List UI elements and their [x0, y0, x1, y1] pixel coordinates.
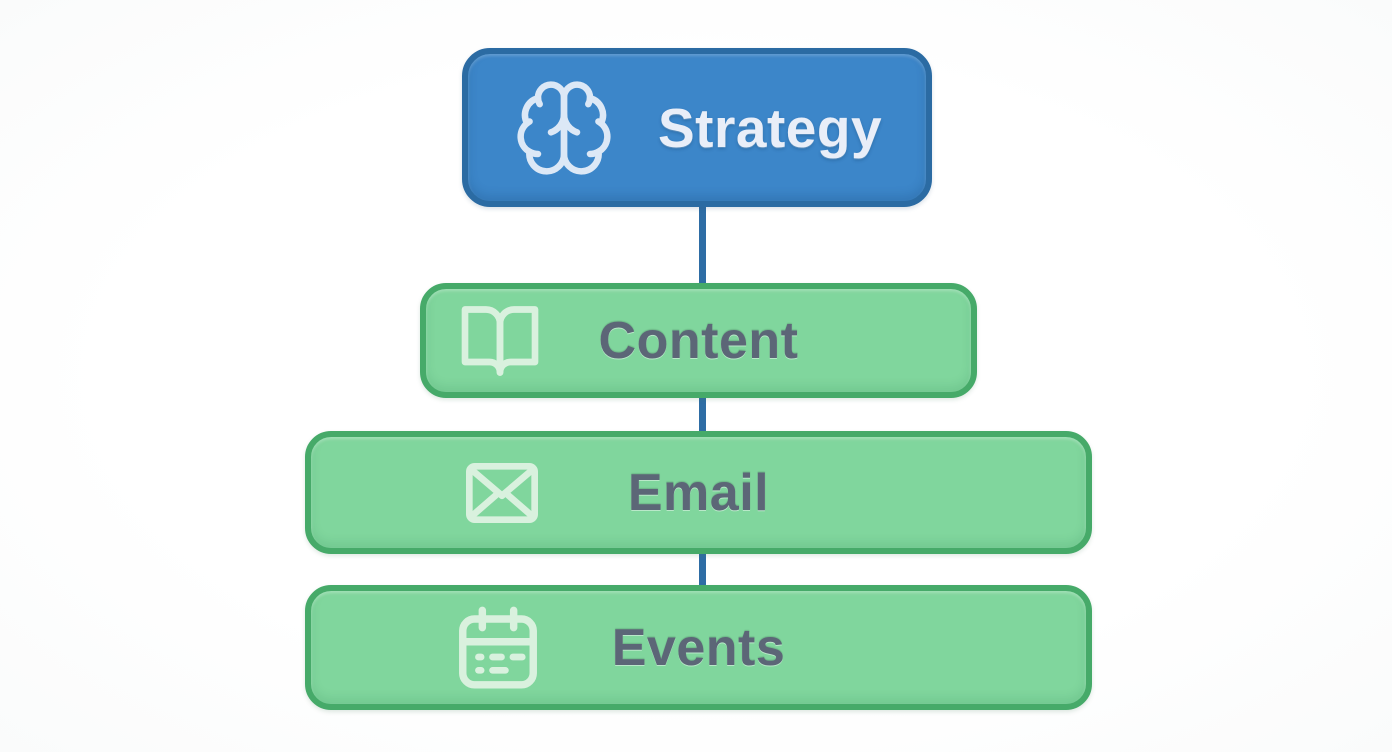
- node-events-label: Events: [611, 618, 786, 677]
- envelope-icon: [457, 453, 547, 533]
- node-email: Email: [305, 431, 1092, 554]
- node-email-label: Email: [627, 463, 770, 522]
- calendar-icon: [449, 601, 547, 695]
- node-strategy: Strategy: [462, 48, 932, 207]
- brain-icon: [512, 76, 616, 180]
- open-book-icon: [452, 299, 548, 383]
- node-content-label: Content: [598, 311, 799, 370]
- node-strategy-label: Strategy: [657, 96, 883, 159]
- node-events: Events: [305, 585, 1092, 710]
- node-content: Content: [420, 283, 977, 398]
